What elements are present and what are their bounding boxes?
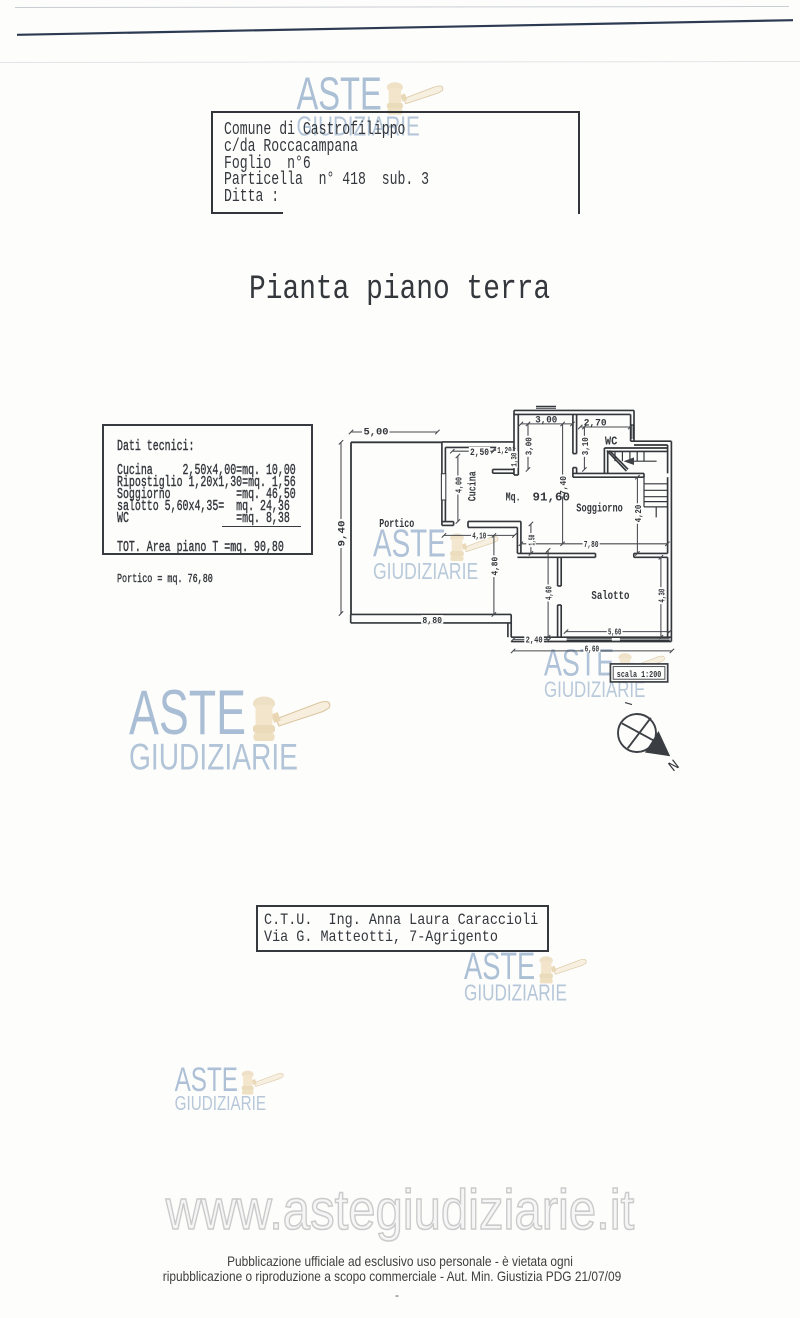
svg-text:1,20: 1,20 <box>497 446 511 456</box>
svg-text:3,10: 3,10 <box>580 437 591 455</box>
svg-text:ASTE: ASTE <box>296 76 381 120</box>
svg-text:2,50: 2,50 <box>470 448 489 459</box>
svg-text:ASTE: ASTE <box>373 528 446 566</box>
svg-text:91,60: 91,60 <box>533 490 571 504</box>
svg-text:Mq.: Mq. <box>506 490 521 504</box>
svg-text:ASTE: ASTE <box>129 688 246 748</box>
svg-text:6,60: 6,60 <box>585 643 600 654</box>
svg-text:GIUDIZIARIE: GIUDIZIARIE <box>373 558 478 581</box>
svg-text:Soggiorno: Soggiorno <box>576 503 623 516</box>
svg-text:4,60: 4,60 <box>544 586 555 600</box>
svg-text:1,50: 1,50 <box>528 535 538 546</box>
svg-text:2,40: 2,40 <box>526 634 543 645</box>
svg-text:7,40: 7,40 <box>558 476 569 495</box>
svg-text:WC: WC <box>605 435 618 448</box>
svg-text:GIUDIZIARIE: GIUDIZIARIE <box>544 678 645 699</box>
svg-text:Salotto: Salotto <box>591 590 629 603</box>
svg-text:GIUDIZIARIE: GIUDIZIARIE <box>129 737 298 773</box>
svg-text:1,30: 1,30 <box>510 453 520 467</box>
svg-text:ASTE: ASTE <box>544 648 614 684</box>
svg-text:4,30: 4,30 <box>657 588 668 602</box>
svg-text:4,00: 4,00 <box>454 477 465 493</box>
svg-text:N: N <box>666 757 684 776</box>
svg-text:7,80: 7,80 <box>584 539 599 550</box>
svg-text:ASTE: ASTE <box>464 951 535 988</box>
svg-text:4,80: 4,80 <box>490 557 501 576</box>
svg-text:9,40: 9,40 <box>338 521 349 547</box>
svg-text:4,10: 4,10 <box>472 531 486 542</box>
svg-text:Portico: Portico <box>379 517 414 531</box>
svg-text:5,60: 5,60 <box>608 626 621 637</box>
svg-text:GIUDIZIARIE: GIUDIZIARIE <box>175 1092 266 1112</box>
svg-text:4,20: 4,20 <box>633 505 644 523</box>
svg-text:3,00: 3,00 <box>535 415 557 426</box>
svg-text:ASTE: ASTE <box>175 1066 238 1099</box>
svg-text:scala 1:200: scala 1:200 <box>617 669 662 680</box>
svg-text:GIUDIZIARIE: GIUDIZIARIE <box>464 982 567 1003</box>
svg-text:8,80: 8,80 <box>422 615 442 626</box>
svg-text:GIUDIZIARIE: GIUDIZIARIE <box>296 112 419 138</box>
svg-text:5,00: 5,00 <box>364 428 389 439</box>
svg-text:3,00: 3,00 <box>524 437 535 455</box>
svg-text:Cucina: Cucina <box>468 471 480 501</box>
svg-text:2,70: 2,70 <box>584 418 607 429</box>
